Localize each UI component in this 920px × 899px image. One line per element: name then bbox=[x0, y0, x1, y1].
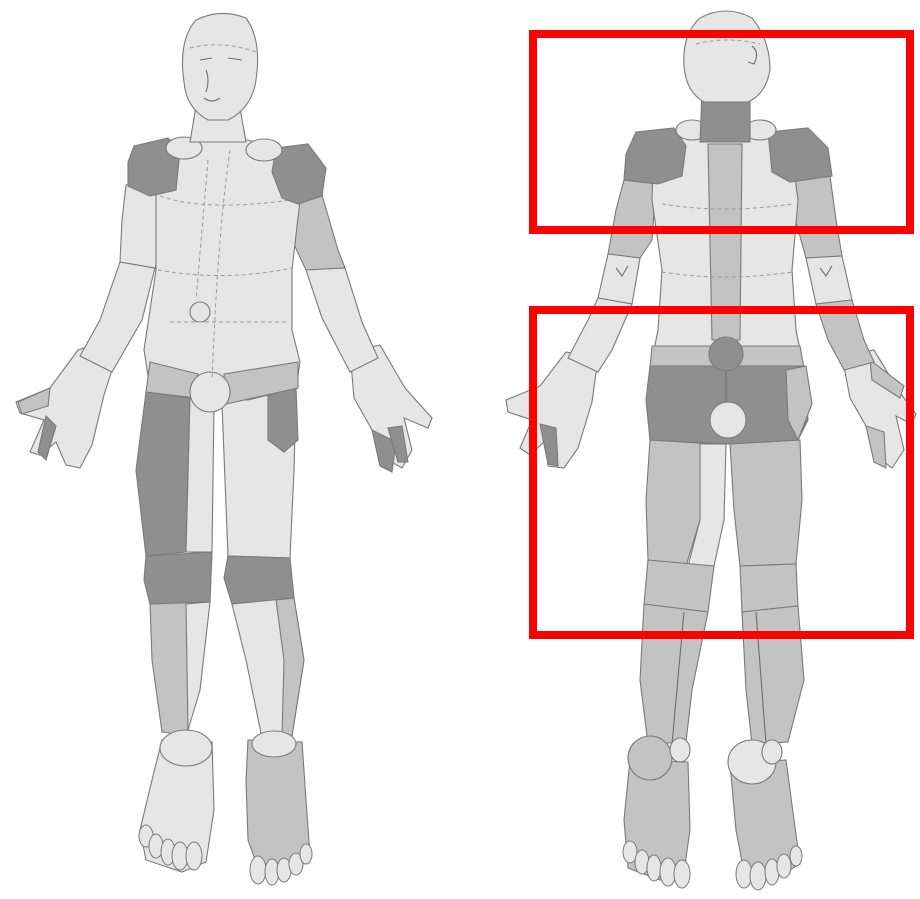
front-body-figure bbox=[16, 13, 432, 885]
front-left-ankle[interactable] bbox=[252, 731, 296, 757]
front-navel[interactable] bbox=[190, 302, 210, 322]
front-left-hip-patch[interactable] bbox=[268, 388, 298, 452]
back-right-knee[interactable] bbox=[644, 560, 714, 612]
back-right-shoulder[interactable] bbox=[624, 128, 686, 184]
front-right-forearm[interactable] bbox=[80, 262, 155, 372]
back-left-knee[interactable] bbox=[740, 564, 798, 612]
back-coccyx[interactable] bbox=[710, 402, 746, 438]
front-left-clavicle[interactable] bbox=[246, 139, 282, 161]
back-left-upper-arm[interactable] bbox=[790, 176, 842, 258]
front-right-thigh[interactable] bbox=[136, 392, 190, 556]
front-right-shin-inner[interactable] bbox=[186, 602, 210, 730]
back-head[interactable] bbox=[684, 11, 770, 102]
back-left-ankle[interactable] bbox=[762, 740, 782, 764]
back-left-shoulder[interactable] bbox=[768, 128, 832, 182]
back-right-elbow[interactable] bbox=[598, 254, 640, 304]
back-sacrum[interactable] bbox=[709, 337, 743, 371]
front-head[interactable] bbox=[183, 13, 258, 120]
front-right-inner-thigh[interactable] bbox=[186, 398, 214, 552]
back-left-thigh[interactable] bbox=[730, 440, 802, 566]
front-right-knee[interactable] bbox=[144, 552, 212, 604]
front-groin[interactable] bbox=[190, 372, 230, 412]
front-left-forearm[interactable] bbox=[306, 268, 378, 372]
back-right-fingers[interactable] bbox=[540, 424, 558, 466]
back-body-figure bbox=[506, 11, 916, 890]
back-left-fingers[interactable] bbox=[866, 426, 886, 468]
back-right-ankle[interactable] bbox=[670, 738, 690, 762]
back-left-elbow[interactable] bbox=[806, 256, 852, 304]
back-right-upper-arm[interactable] bbox=[608, 180, 656, 258]
front-left-knee[interactable] bbox=[224, 556, 294, 604]
back-left-calf[interactable] bbox=[742, 606, 804, 744]
back-right-heel[interactable] bbox=[628, 736, 672, 780]
front-right-ankle[interactable] bbox=[160, 730, 212, 766]
